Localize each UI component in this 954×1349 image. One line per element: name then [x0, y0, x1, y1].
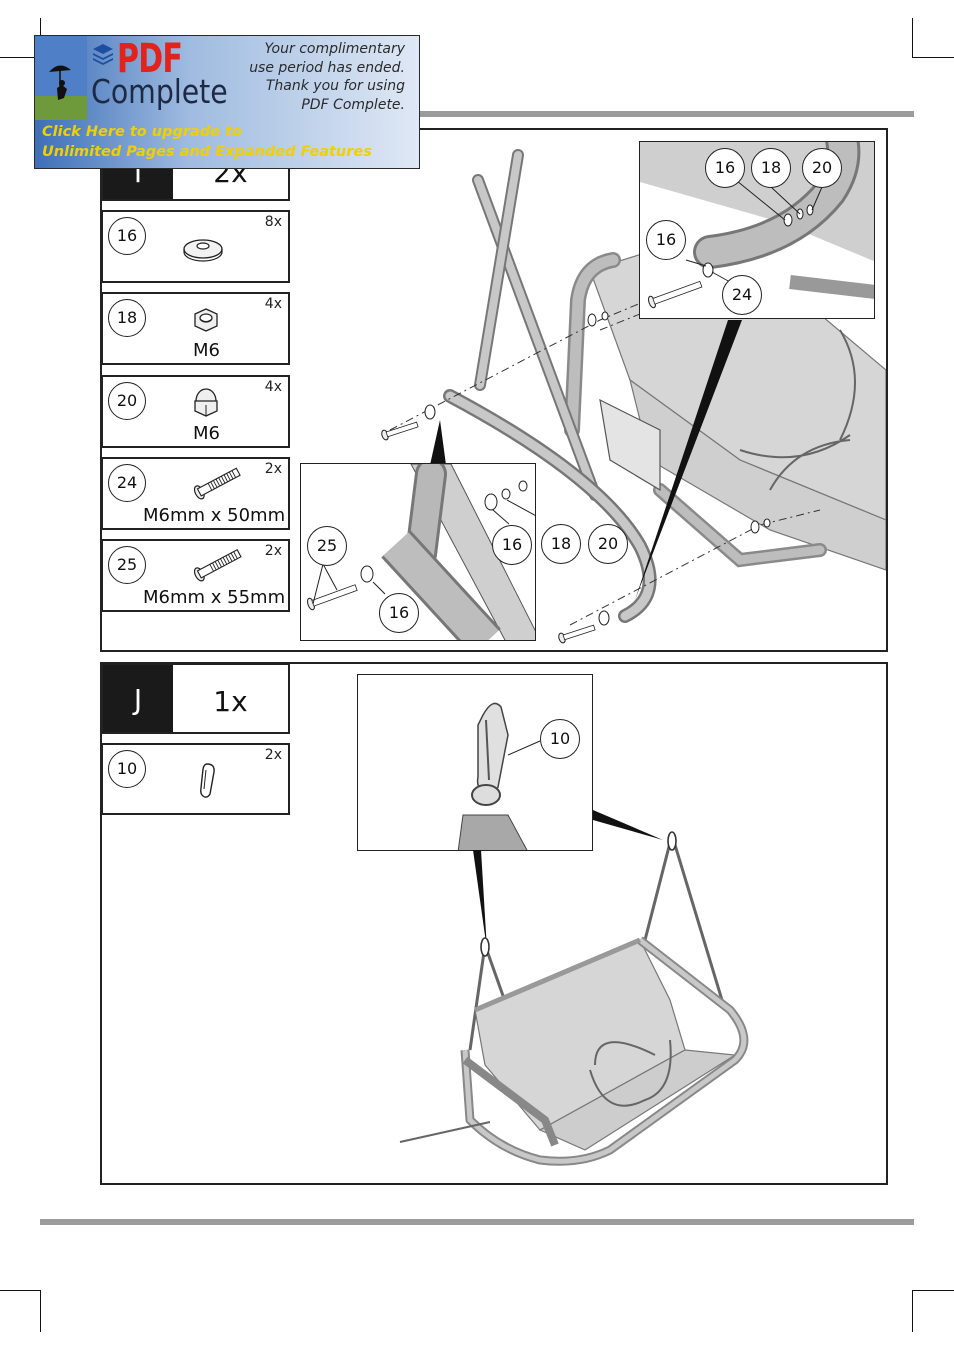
bolt-icon — [193, 548, 242, 582]
upgrade-link-line[interactable]: Unlimited Pages and Expanded Features — [42, 144, 372, 160]
callout-16: 16 — [379, 593, 419, 633]
crop-mark — [912, 1290, 954, 1291]
banner-brand-complete: Complete — [91, 72, 228, 111]
callout-18: 18 — [751, 148, 791, 188]
callout-10: 10 — [540, 719, 580, 759]
part-quantity: 2x — [264, 543, 282, 559]
bottom-rule — [40, 1219, 914, 1225]
callout-16: 16 — [646, 220, 686, 260]
bolt-icon — [193, 467, 241, 500]
step-j-header: J 1x — [101, 663, 290, 734]
banner-brand-pdf: PDF — [117, 36, 183, 82]
inset-drawing — [457, 702, 541, 850]
part-box-24: 24 2x M6mm x 50mm — [101, 457, 290, 530]
part-number: 24 — [108, 464, 146, 502]
part-label: M6 — [193, 340, 220, 361]
callout-18: 18 — [541, 524, 581, 564]
carabiner-icon — [200, 763, 215, 798]
inset-drawing — [307, 464, 535, 640]
step-j-count: 1x — [213, 685, 248, 718]
banner-message-line: Thank you for using — [265, 78, 405, 94]
part-number: 10 — [108, 750, 146, 788]
banner-message-line: Your complimentary — [264, 41, 405, 57]
detail-inset-bottom: 25 16 16 — [300, 463, 536, 641]
callout-16: 16 — [705, 148, 745, 188]
part-quantity: 2x — [264, 461, 282, 477]
part-quantity: 2x — [264, 747, 282, 763]
step-j-letter: J — [103, 665, 173, 732]
crop-mark — [912, 18, 913, 58]
upgrade-link-line[interactable]: Click Here to upgrade to — [42, 124, 242, 140]
part-label: M6 — [193, 423, 220, 444]
crop-mark — [0, 57, 40, 58]
crop-mark — [40, 1290, 41, 1332]
part-box-16: 16 8x — [101, 210, 290, 283]
part-number: 16 — [108, 217, 146, 255]
part-number: 25 — [108, 546, 146, 584]
part-quantity: 4x — [264, 296, 282, 312]
part-label: M6mm x 55mm — [143, 587, 286, 608]
crop-mark — [912, 1290, 913, 1332]
top-rule — [360, 111, 914, 117]
carabiner-detail-inset: 10 — [357, 674, 593, 851]
part-label: M6mm x 50mm — [143, 505, 286, 526]
banner-message: Your complimentary use period has ended.… — [249, 40, 405, 114]
pdf-complete-banner[interactable]: PDF Complete Your complimentary use peri… — [34, 35, 420, 169]
callout-20: 20 — [802, 148, 842, 188]
detail-inset-top: 16 18 20 16 24 — [639, 141, 875, 319]
callout-25: 25 — [307, 526, 347, 566]
washer-icon — [183, 239, 223, 262]
part-box-20: 20 4x M6 — [101, 375, 290, 448]
hex-nut-icon — [194, 308, 218, 332]
swing-seat-diagram — [399, 810, 749, 1166]
upgrade-link[interactable]: Click Here to upgrade to Unlimited Pages… — [42, 122, 372, 162]
callout-20: 20 — [588, 524, 628, 564]
part-number: 18 — [108, 299, 146, 337]
banner-message-line: PDF Complete. — [301, 96, 405, 113]
part-box-25: 25 2x M6mm x 55mm — [101, 539, 290, 612]
cap-nut-icon — [194, 388, 218, 417]
part-box-10: 10 2x — [101, 743, 290, 815]
banner-message-line: use period has ended. — [249, 59, 405, 76]
part-box-18: 18 4x M6 — [101, 292, 290, 365]
callout-24: 24 — [722, 275, 762, 315]
umbrella-man-icon — [35, 36, 87, 120]
part-number: 20 — [108, 382, 146, 420]
layers-icon — [93, 44, 113, 65]
part-quantity: 8x — [264, 214, 282, 230]
callout-16: 16 — [492, 525, 532, 565]
part-quantity: 4x — [264, 379, 282, 395]
crop-mark — [0, 1290, 40, 1291]
crop-mark — [912, 57, 954, 58]
